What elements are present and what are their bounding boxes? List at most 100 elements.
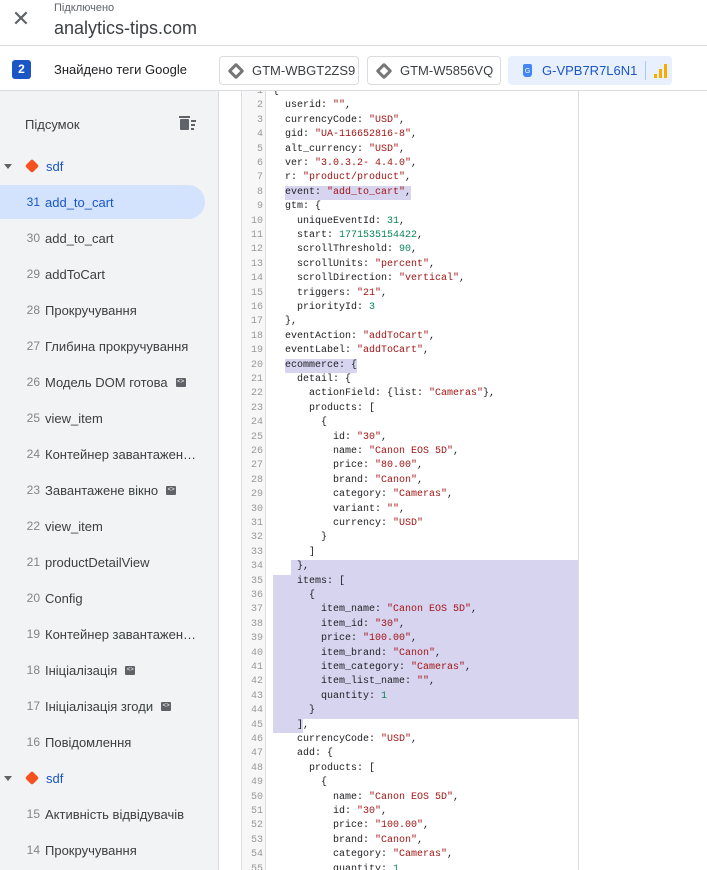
tag-chip-ga4[interactable]: G G-VPB7R7L6N1 [508,56,672,85]
code-text: priorityId: 3 [273,301,375,315]
code-text: price: "100.00", [273,819,429,833]
code-line: 32 } [242,531,578,545]
line-number: 29 [250,489,263,501]
code-token: item_list_name: [273,676,418,688]
code-text: item_id: "30", [273,618,405,632]
line-number: 21 [250,374,263,385]
code-token: items: [ [273,575,346,587]
line-number: 6 [256,158,263,169]
caret-down-icon[interactable] [4,775,12,781]
code-token: brand: [273,834,376,846]
event-number: 29 [26,267,40,281]
data-layer-code-view[interactable]: 1{2 userid: "",3 currencyCode: "USD",4 g… [241,91,579,870]
event-label: Повідомлення [45,734,132,750]
line-number: 2 [256,100,263,112]
code-token: uniqueEventId: [273,215,388,227]
code-token: category: [273,489,394,501]
line-number: 43 [250,690,263,702]
container-diamond-icon [24,770,40,786]
code-line: 49 { [242,776,578,790]
event-number: 25 [26,411,40,425]
code-token: { [273,590,316,601]
code-token: id: [273,431,358,443]
code-line: 47 add: { [242,747,578,761]
code-token: "Cameras" [429,388,484,400]
code-token: userid: [273,100,334,112]
event-label: Ініціалізація згоди [45,698,154,714]
line-number: 27 [250,460,263,472]
connection-status: Підключено [54,2,115,14]
container-diamond-icon [24,158,40,174]
summary-title[interactable]: Підсумок [25,117,80,132]
gtm-icon [227,62,245,79]
event-label: Завантажене вікно [45,482,159,498]
event-label: Ініціалізація [45,662,118,678]
code-token: , [423,820,430,832]
close-icon[interactable]: ✕ [11,6,31,31]
code-tag-icon: <> [175,377,186,387]
code-line: 12 scrollThreshold: 90, [242,243,578,257]
caret-down-icon[interactable] [4,163,12,169]
line-number: 39 [250,633,263,645]
code-token: "product/product" [303,172,406,184]
code-line: 7 r: "product/product", [242,171,578,185]
code-token: , [381,431,388,443]
highlight [273,617,578,633]
code-text: currency: "USD" [273,517,423,531]
line-number: 12 [250,244,263,256]
code-token: , [399,618,406,630]
code-token: , [447,849,454,861]
code-token: "30" [375,618,400,630]
line-number: 13 [250,258,263,270]
line-number: 3 [256,114,263,126]
code-token: "30" [357,431,382,443]
container-group-header[interactable]: sdf [0,149,205,183]
line-number: 9 [256,201,263,213]
code-text: products: [ [273,402,375,416]
code-token: currencyCode: [273,734,382,745]
tag-chip-gtm-wbgt2zs9[interactable]: GTM-WBGT2ZS9 [219,56,359,85]
code-text: brand: "Canon", [273,474,423,488]
code-token: "Canon EOS 5D" [387,604,472,616]
clear-messages-icon[interactable] [178,115,197,131]
event-label: Прокручування [45,842,137,858]
code-line: 13 scrollUnits: "percent", [242,258,578,272]
code-line: 31 currency: "USD" [242,517,578,531]
group-label: sdf [46,158,64,174]
code-line: 19 eventLabel: "addToCart", [242,344,578,358]
code-token: products: [ [273,762,376,774]
code-token: scrollThreshold: [273,244,400,256]
container-group-header[interactable]: sdf [0,761,205,795]
highlight [273,603,578,618]
code-token: scrollDirection: [273,273,400,285]
line-number: 7 [256,172,263,184]
code-token: , [429,330,436,342]
code-token: item_id: [273,618,376,630]
code-text: eventAction: "addToCart", [273,330,435,344]
code-token: , [411,244,418,256]
code-line: 38 item_id: "30", [242,617,578,633]
event-number: 16 [26,735,40,749]
code-line: 40 item_brand: "Canon", [242,646,578,661]
tag-chip-gtm-w5856vq[interactable]: GTM-W5856VQ [367,56,501,85]
event-list-item[interactable]: 16 Повідомлення [0,725,205,759]
code-token: { [273,91,280,97]
code-token: "vertical" [399,273,460,285]
